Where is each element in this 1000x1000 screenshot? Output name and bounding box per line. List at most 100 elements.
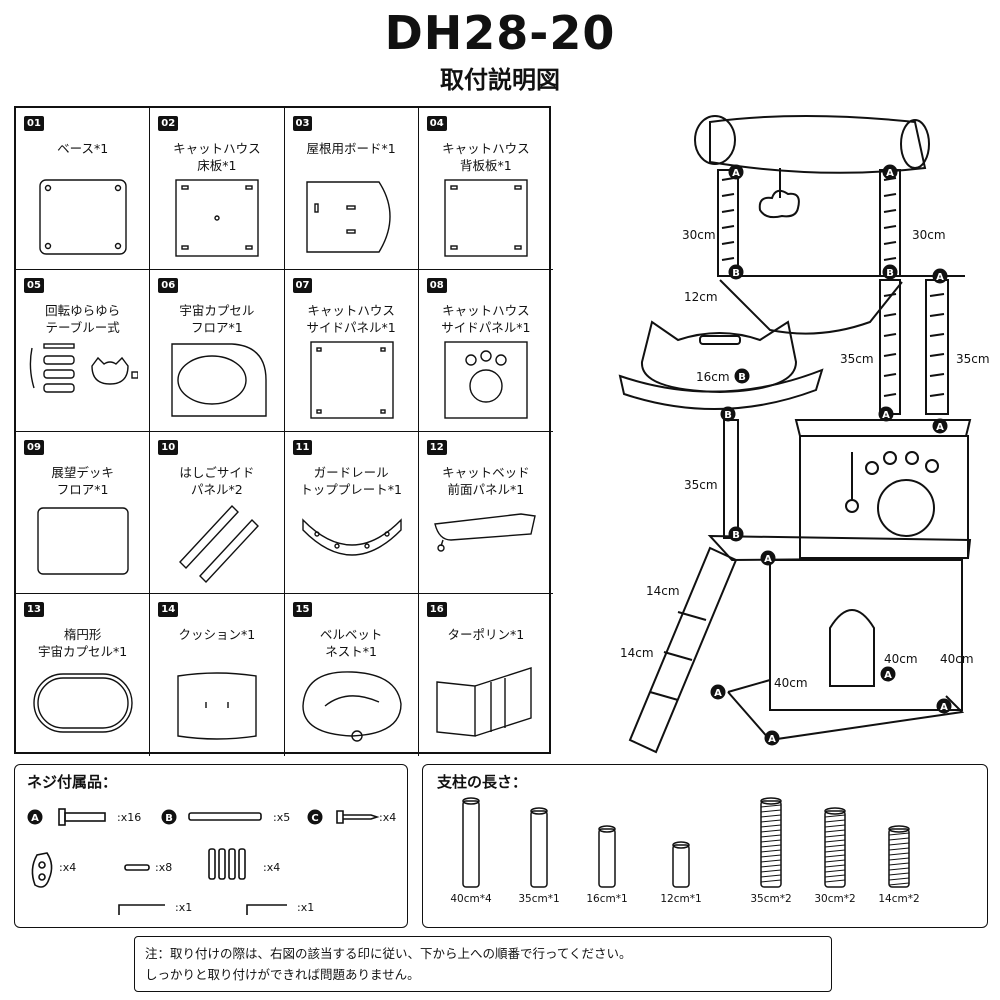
- marker-a-icon: A: [764, 730, 780, 746]
- sisal-post-5: [760, 797, 782, 888]
- marker-c-icon: C: [307, 809, 323, 825]
- marker-b-icon: B: [720, 406, 736, 422]
- marker-a-icon: A: [760, 550, 776, 566]
- svg-text:B: B: [732, 530, 740, 541]
- part-number: 11: [292, 440, 313, 455]
- svg-text:A: A: [764, 554, 772, 565]
- tarpaulin-icon: [436, 667, 532, 737]
- post-length-label: 35cm*1: [518, 893, 560, 905]
- svg-text:A: A: [936, 272, 944, 283]
- marker-a-icon: A: [27, 809, 43, 825]
- oval-capsule-icon: [33, 673, 133, 733]
- part-label: 楕円形 宇宙カプセル*1: [38, 627, 128, 659]
- assembly-note: 注：取り付けの際は、右図の該当する印に従い、下から上への順番で行ってください。 …: [134, 936, 832, 992]
- part-label: 回転ゆらゆら テーブルー式: [45, 303, 121, 335]
- dim-label: 35cm: [840, 352, 874, 366]
- part-number: 12: [426, 440, 447, 455]
- marker-a-icon: A: [710, 684, 726, 700]
- plain-post-2: [530, 807, 548, 888]
- post-lengths-title: 支柱の長さ：: [437, 773, 528, 791]
- svg-text:B: B: [738, 372, 746, 383]
- part-cell-07: 07 キャットハウス サイドパネル*1: [284, 270, 419, 432]
- svg-text:A: A: [884, 670, 892, 681]
- dim-label: 14cm: [620, 646, 654, 660]
- post-length-label: 14cm*2: [878, 893, 920, 905]
- marker-a-icon: A: [882, 164, 898, 180]
- plain-post-4: [672, 841, 690, 888]
- part-number: 07: [292, 278, 313, 293]
- note-line-2: しっかりと取り付けができれば問題ありません。: [145, 967, 420, 982]
- post-length-label: 12cm*1: [660, 893, 702, 905]
- part-number: 16: [426, 602, 447, 617]
- part-label: ベルベット ネスト*1: [319, 627, 383, 659]
- svg-text:A: A: [31, 813, 39, 824]
- part-cell-13: 13 楕円形 宇宙カプセル*1: [16, 594, 151, 756]
- part-label: ガードレール トッププレート*1: [300, 465, 402, 497]
- part-number: 08: [426, 278, 447, 293]
- part-label: キャットハウス サイドパネル*1: [306, 303, 396, 335]
- svg-text:A: A: [940, 702, 948, 713]
- post-length-label: 30cm*2: [814, 893, 856, 905]
- marker-b-icon: B: [882, 264, 898, 280]
- note-line-1: 注：取り付けの際は、右図の該当する印に従い、下から上への順番で行ってください。: [145, 946, 632, 961]
- bed-front-icon: [433, 513, 536, 552]
- dim-label: 30cm: [682, 228, 716, 242]
- marker-a-icon: A: [878, 406, 894, 422]
- side-panel-icon: [309, 341, 394, 419]
- guard-rail-icon: [301, 518, 402, 556]
- ladder-sides-icon: [179, 504, 260, 584]
- marker-a-icon: A: [936, 698, 952, 714]
- part-label: ベース*1: [57, 141, 109, 156]
- product-code-title: DH28-20: [384, 6, 616, 60]
- sisal-post-6: [824, 807, 846, 888]
- part-label: キャットハウス サイドパネル*1: [441, 303, 531, 335]
- plain-post-1: [462, 797, 480, 888]
- part-number: 10: [158, 440, 179, 455]
- part-number: 04: [426, 116, 447, 131]
- part-label: キャットベッド 前面パネル*1: [442, 465, 530, 497]
- svg-text:B: B: [886, 268, 894, 279]
- marker-a-icon: A: [880, 666, 896, 682]
- post-length-label: 16cm*1: [586, 893, 628, 905]
- dim-label: 30cm: [912, 228, 946, 242]
- paw-panel-icon: [444, 341, 528, 419]
- part-number: 14: [158, 602, 179, 617]
- back-board-icon: [444, 179, 528, 257]
- svg-text:A: A: [732, 168, 740, 179]
- part-cell-12: 12 キャットベッド 前面パネル*1: [418, 432, 553, 594]
- hardware-title: ネジ付属品：: [27, 773, 118, 791]
- dim-label: 16cm: [696, 370, 730, 384]
- deck-floor-icon: [37, 507, 129, 575]
- part-number: 06: [158, 278, 179, 293]
- marker-a-icon: A: [932, 418, 948, 434]
- rod-qty: :x5: [273, 811, 291, 824]
- svg-text:B: B: [165, 813, 173, 824]
- part-label: 宇宙カプセル フロア*1: [179, 303, 255, 335]
- part-number: 13: [24, 602, 44, 617]
- svg-text:C: C: [311, 813, 318, 824]
- marker-a-icon: A: [932, 268, 948, 284]
- part-cell-08: 08 キャットハウス サイドパネル*1: [418, 270, 553, 432]
- post-drawings: [462, 797, 910, 888]
- svg-text:A: A: [936, 422, 944, 433]
- part-cell-11: 11 ガードレール トッププレート*1: [284, 432, 419, 594]
- dowel-qty: :x8: [155, 861, 173, 874]
- marker-b-icon: B: [161, 809, 177, 825]
- dim-label: 35cm: [684, 478, 718, 492]
- svg-text:A: A: [882, 410, 890, 421]
- cushion-icon: [177, 672, 257, 740]
- bolt-qty: :x16: [117, 811, 142, 824]
- part-label: キャットハウス 床板*1: [173, 141, 261, 173]
- capsule-floor-icon: [171, 343, 267, 417]
- anchor-qty: :x4: [263, 861, 281, 874]
- floor-board-icon: [175, 179, 259, 257]
- hex-key-small-qty: :x1: [297, 901, 315, 914]
